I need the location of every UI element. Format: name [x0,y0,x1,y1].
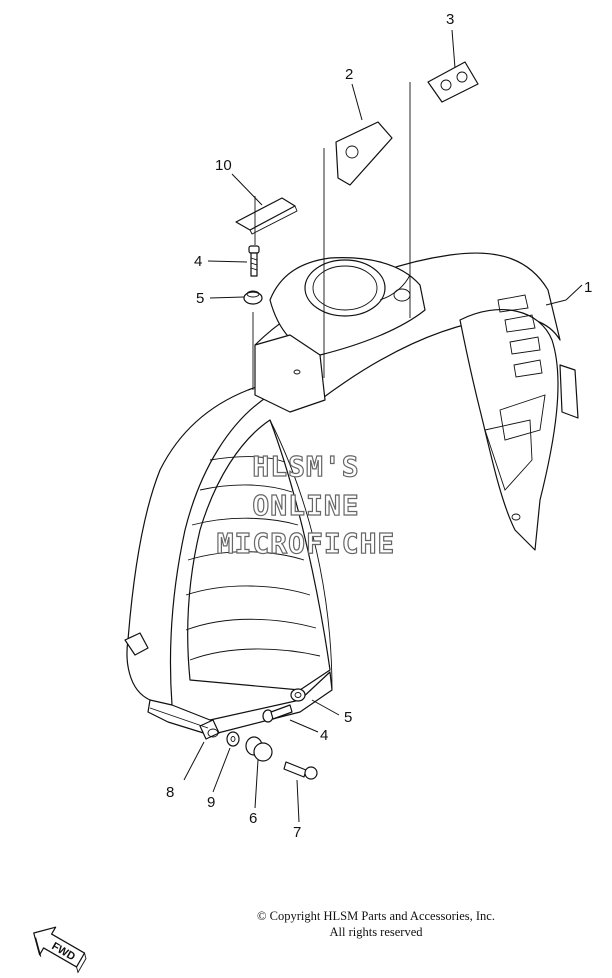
label-10: 10 [215,157,232,174]
label-4-lower: 4 [320,727,328,744]
part-labels: 1 2 3 4 4 5 5 6 7 8 9 10 [166,11,592,841]
part-8-spacer [199,719,220,740]
part-6-grommet [245,736,273,762]
copyright-notice: © Copyright HLSM Parts and Accessories, … [236,908,516,940]
label-1: 1 [584,279,592,296]
part-4-screw-upper [248,245,260,277]
part-10-strip [235,197,298,235]
label-5-upper: 5 [196,290,204,307]
fwd-arrow-icon: FWD [33,926,87,974]
label-2: 2 [345,66,353,83]
label-9: 9 [207,794,215,811]
copyright-line-2: All rights reserved [329,925,423,939]
label-8: 8 [166,784,174,801]
part-9-washer [226,731,240,747]
label-3: 3 [446,11,454,28]
watermark-line-3: MICROFICHE [217,527,396,560]
part-5-nut-upper [243,290,263,305]
watermark-line-2: ONLINE [252,489,359,522]
leader-lines [183,29,583,823]
label-6: 6 [249,810,257,827]
part-7-bolt [283,761,318,780]
part-3-bracket [427,61,479,103]
label-5-lower: 5 [344,709,352,726]
watermark: HLSM'S ONLINE MICROFICHE [216,449,396,560]
cover-panel [124,252,579,736]
alignment-lines [149,82,411,729]
label-4-upper: 4 [194,253,202,270]
part-5-nut-lower [290,688,306,702]
watermark-line-1: HLSM'S [252,450,359,483]
part-2-bracket [335,121,393,186]
part-4-screw-lower [262,704,293,723]
label-7: 7 [293,824,301,841]
copyright-line-1: © Copyright HLSM Parts and Accessories, … [257,909,495,923]
